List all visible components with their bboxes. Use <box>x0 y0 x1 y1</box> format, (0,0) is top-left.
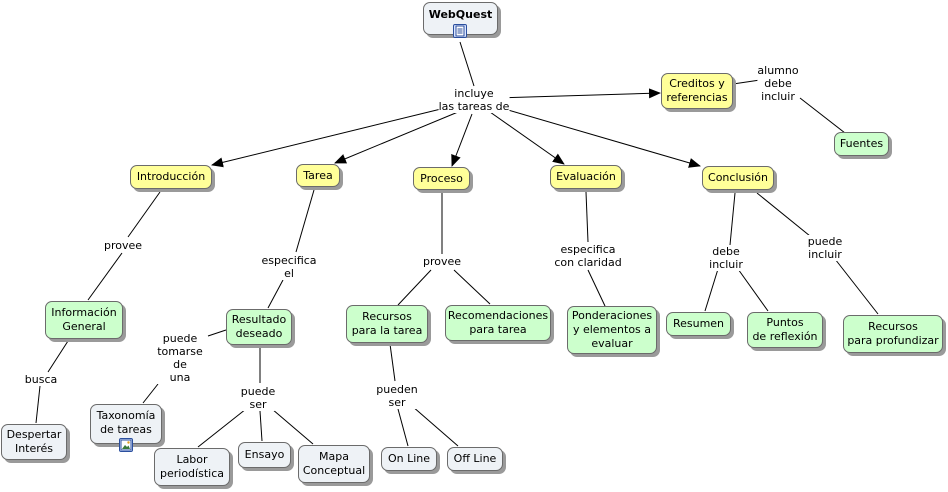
connector <box>142 383 159 404</box>
connector <box>207 329 227 337</box>
online-node[interactable]: On Line <box>381 447 437 471</box>
connector <box>197 408 247 448</box>
connector <box>211 107 446 168</box>
connector <box>732 79 761 85</box>
connector <box>334 111 459 164</box>
connector <box>47 340 69 373</box>
connector <box>459 41 475 87</box>
fuentes-node[interactable]: Fuentes <box>834 132 889 156</box>
link-debe-incluir: debe incluir <box>709 245 743 271</box>
connector <box>834 258 879 315</box>
offline-node[interactable]: Off Line <box>447 447 503 471</box>
document-icon[interactable] <box>453 24 467 38</box>
webquest-label: WebQuest <box>428 8 493 21</box>
connector <box>411 405 459 447</box>
image-icon[interactable] <box>119 438 133 452</box>
connector <box>295 189 315 253</box>
resumen-node[interactable]: Resumen <box>666 312 731 336</box>
creditos-node[interactable]: Creditos y referencias <box>661 73 733 109</box>
recomendaciones-node[interactable]: Recomendaciones para tarea <box>445 305 551 341</box>
tarea-node[interactable]: Tarea <box>296 164 340 187</box>
link-especifica-claridad: especifica con claridad <box>554 243 622 269</box>
connector <box>451 113 473 167</box>
evaluacion-node[interactable]: Evaluación <box>550 165 622 189</box>
proceso-node[interactable]: Proceso <box>413 167 470 190</box>
informacion-node[interactable]: Información General <box>45 301 123 339</box>
connector <box>729 192 736 246</box>
connector <box>756 192 811 237</box>
link-puede-ser: puede ser <box>240 385 276 411</box>
connector <box>127 191 161 238</box>
link-incluye: incluye las tareas de <box>438 87 510 113</box>
connector <box>704 268 719 312</box>
connector <box>799 97 846 134</box>
recursos-profundizar-node[interactable]: Recursos para profundizar <box>843 315 943 353</box>
taxonomia-node[interactable]: Taxonomía de tareas <box>90 404 162 444</box>
connector <box>87 252 123 301</box>
labor-node[interactable]: Labor periodística <box>154 448 230 486</box>
puntos-reflexion-node[interactable]: Puntos de reflexión <box>747 312 823 348</box>
link-pueden-ser: pueden ser <box>376 383 418 409</box>
connector <box>496 88 661 99</box>
connector <box>271 408 314 445</box>
link-puede-tomarse: puede tomarse de una <box>157 332 203 384</box>
conclusion-node[interactable]: Conclusión <box>702 166 774 190</box>
connector <box>397 269 432 306</box>
ensayo-node[interactable]: Ensayo <box>238 442 291 468</box>
connector <box>507 109 701 168</box>
connector <box>585 191 589 243</box>
connector <box>587 269 606 307</box>
connector <box>389 343 396 382</box>
connector <box>737 268 769 312</box>
link-busca: busca <box>24 373 58 386</box>
connector <box>259 410 263 442</box>
link-provee-proceso: provee <box>422 255 462 268</box>
connector <box>489 111 565 165</box>
mapa-conceptual-node[interactable]: Mapa Conceptual <box>298 445 370 483</box>
recursos-tarea-node[interactable]: Recursos para la tarea <box>346 305 428 343</box>
despertar-node[interactable]: Despertar Interés <box>1 424 67 460</box>
resultado-node[interactable]: Resultado deseado <box>226 309 292 345</box>
connector <box>35 385 41 424</box>
link-especifica-el: especifica el <box>261 254 317 280</box>
connector <box>267 279 284 309</box>
connector <box>397 408 409 447</box>
link-provee-introduccion: provee <box>103 239 143 252</box>
link-puede-incluir: puede incluir <box>807 235 843 261</box>
connector <box>453 269 491 305</box>
link-alumno-debe-incluir: alumno debe incluir <box>757 64 799 103</box>
ponderaciones-node[interactable]: Ponderaciones y elementos a evaluar <box>567 306 657 354</box>
introduccion-node[interactable]: Introducción <box>130 165 212 189</box>
